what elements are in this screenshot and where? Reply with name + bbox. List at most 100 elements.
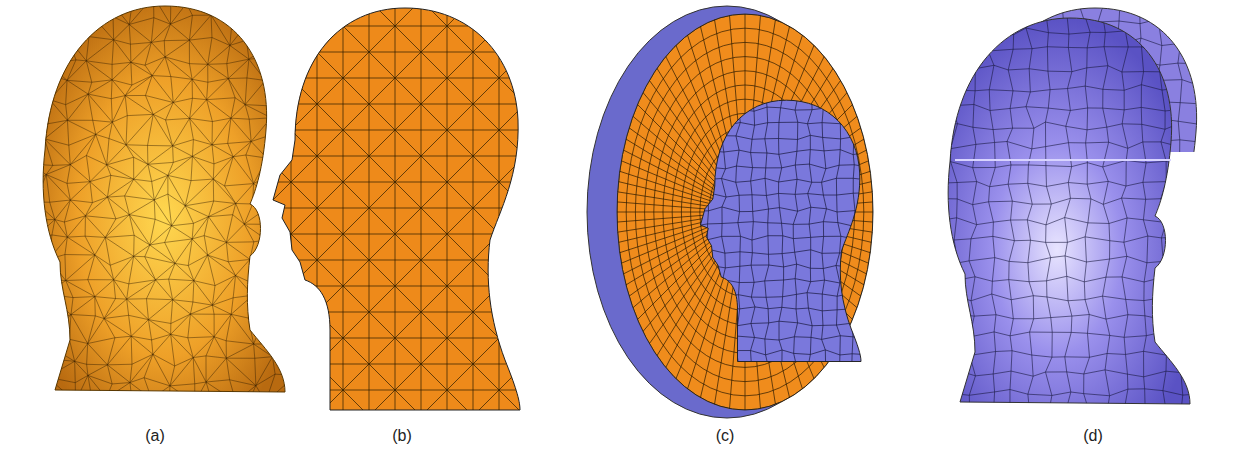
mesh-edge bbox=[252, 0, 267, 17]
head-surface bbox=[43, 6, 285, 392]
mesh-edge bbox=[525, 234, 551, 260]
mesh-edge bbox=[1045, 14, 1052, 432]
mesh-edge bbox=[212, 118, 231, 145]
mesh-edge bbox=[836, 95, 841, 380]
mesh-edge bbox=[317, 312, 343, 338]
mesh-edge bbox=[106, 383, 130, 399]
mesh-edge bbox=[72, 2, 96, 20]
mesh-edge bbox=[265, 52, 291, 78]
mesh-edge bbox=[265, 260, 291, 286]
mesh-edge bbox=[104, 319, 131, 337]
mesh-edge bbox=[473, 104, 499, 130]
mesh-edge bbox=[172, 226, 193, 239]
mesh-edge bbox=[112, 96, 125, 123]
mesh-edge bbox=[55, 200, 70, 220]
mesh-edge bbox=[173, 118, 190, 146]
mesh-edge bbox=[1007, 12, 1014, 431]
mesh-edge bbox=[317, 156, 343, 182]
mesh-edge bbox=[190, 100, 207, 119]
mesh-edge bbox=[125, 76, 152, 96]
mesh-edge bbox=[421, 390, 447, 416]
mesh-edge bbox=[33, 284, 46, 294]
mesh-edge bbox=[931, 16, 938, 433]
mesh-edge bbox=[46, 294, 71, 314]
mesh-edge bbox=[421, 260, 447, 286]
mesh-edge bbox=[291, 156, 317, 182]
mesh-edge bbox=[193, 337, 214, 358]
mesh-edge bbox=[369, 364, 395, 390]
mesh-edge bbox=[779, 94, 784, 380]
mesh-edge bbox=[27, 164, 46, 175]
mesh-edge bbox=[88, 319, 104, 344]
mesh-edge bbox=[698, 235, 881, 240]
mesh-edge bbox=[693, 193, 883, 198]
mesh-edge bbox=[96, 4, 113, 20]
mesh-edge bbox=[395, 0, 421, 26]
mesh-edge bbox=[173, 300, 191, 314]
mesh-edge bbox=[936, 160, 1216, 168]
mesh-edge bbox=[369, 390, 395, 416]
mesh-edge bbox=[822, 96, 827, 378]
mesh-edge bbox=[206, 358, 226, 382]
mesh-edge bbox=[291, 208, 317, 234]
mesh-edge bbox=[75, 361, 88, 375]
mesh-edge bbox=[499, 156, 525, 182]
mesh-edge bbox=[317, 182, 343, 208]
mesh-edge bbox=[395, 286, 421, 312]
mesh-edge bbox=[129, 215, 149, 245]
surface-mesh-head bbox=[26, 0, 316, 405]
mesh-edge bbox=[525, 78, 551, 104]
mesh-edge bbox=[228, 59, 249, 78]
mesh-edge bbox=[473, 130, 499, 156]
mesh-edge bbox=[208, 64, 229, 78]
mesh-edge bbox=[67, 20, 95, 38]
mesh-edge bbox=[421, 416, 447, 442]
mesh-edge bbox=[693, 279, 882, 283]
mesh-edge bbox=[67, 61, 86, 81]
mesh-edge bbox=[212, 145, 233, 157]
panel-label: (d) bbox=[1083, 426, 1103, 445]
mesh-edge bbox=[195, 382, 206, 403]
mesh-edge bbox=[937, 84, 1220, 92]
mesh-edge bbox=[473, 312, 499, 338]
mesh-edge bbox=[960, 2, 1242, 6]
mesh-edge bbox=[265, 364, 551, 365]
mesh-edge bbox=[343, 234, 369, 260]
mesh-edge bbox=[36, 194, 314, 206]
mesh-edge bbox=[49, 259, 66, 280]
mesh-edge bbox=[47, 64, 67, 81]
mesh-edge bbox=[291, 130, 317, 156]
mesh-edge bbox=[225, 0, 236, 402]
mesh-edge bbox=[265, 416, 551, 417]
mesh-edge bbox=[156, 280, 173, 300]
mesh-edge bbox=[934, 198, 1221, 205]
mesh-edge bbox=[151, 24, 170, 42]
mesh-edge bbox=[46, 165, 70, 175]
mesh-edge bbox=[343, 104, 369, 130]
mesh-edge bbox=[296, 359, 312, 375]
mesh-edge bbox=[156, 263, 176, 279]
mesh-edge bbox=[230, 45, 249, 59]
mesh-edge bbox=[1122, 9, 1129, 429]
mesh-edge bbox=[95, 280, 114, 297]
mesh-edge bbox=[291, 416, 317, 442]
mesh-edge bbox=[90, 165, 107, 182]
mesh-edge bbox=[395, 312, 421, 338]
mesh-edge bbox=[71, 314, 88, 343]
mesh-edge bbox=[134, 245, 150, 256]
mesh-edge bbox=[190, 305, 212, 314]
mesh-edge bbox=[271, 97, 287, 118]
mesh-edge bbox=[192, 239, 207, 255]
mesh-edge bbox=[228, 79, 245, 105]
mesh-edge bbox=[265, 81, 286, 97]
mesh-edge bbox=[289, 0, 309, 25]
mesh-edge bbox=[343, 156, 369, 182]
mesh-edge bbox=[395, 234, 421, 260]
mesh-edge bbox=[343, 390, 369, 416]
profile-surface bbox=[273, 8, 520, 410]
mesh-edge bbox=[185, 179, 213, 206]
mesh-edge bbox=[251, 142, 267, 159]
mesh-edge bbox=[1064, 12, 1072, 430]
mesh-edge bbox=[107, 336, 131, 365]
mesh-edge bbox=[937, 236, 1217, 243]
